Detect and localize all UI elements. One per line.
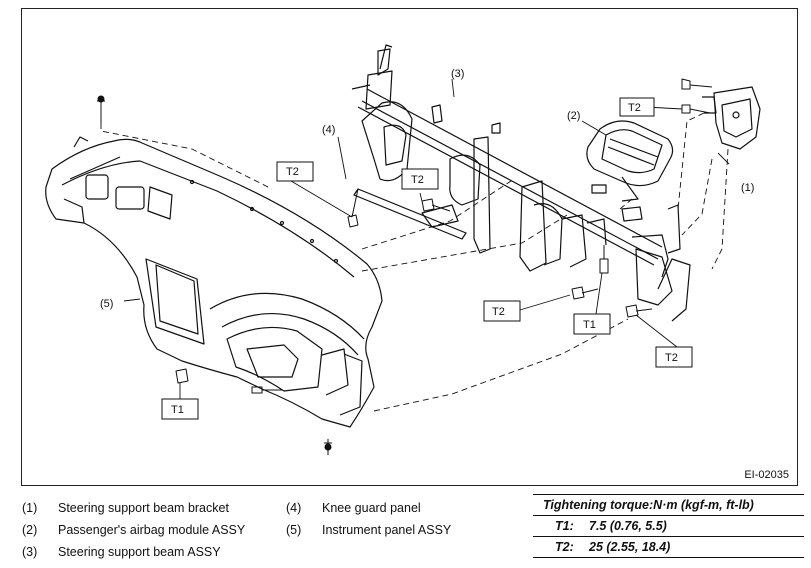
instrument-panel-assy — [45, 136, 383, 428]
torque-callout-t2-right: T2 — [655, 346, 693, 368]
legend-text: Steering support beam ASSY — [58, 545, 221, 559]
torque-value: 25 (2.55, 18.4) — [589, 540, 671, 554]
torque-table: Tightening torque:N·m (kgf-m, ft-lb) T1:… — [533, 494, 804, 558]
steering-support-beam — [351, 44, 691, 322]
torque-callout-t2-center: T2 — [401, 168, 439, 190]
torque-key: T2: — [555, 540, 574, 554]
torque-key: T1: — [555, 519, 574, 533]
callout-3: (3) — [451, 68, 464, 80]
torque-row-t2: T2: 25 (2.55, 18.4) — [533, 537, 804, 558]
legend-text: Instrument panel ASSY — [322, 523, 452, 537]
torque-callout-t1-right: T1 — [573, 313, 611, 335]
leader-lines — [123, 78, 730, 399]
legend-item: (1) Steering support beam bracket — [22, 497, 245, 519]
torque-callout-t1-left: T1 — [161, 398, 199, 420]
callout-4: (4) — [322, 124, 335, 136]
t2-label: T2 — [411, 174, 424, 186]
torque-callout-t2-top-right: T2 — [619, 97, 655, 117]
passenger-airbag-module — [586, 120, 674, 202]
t1-label: T1 — [171, 404, 184, 416]
legend-left: (1) Steering support beam bracket (2) Pass… — [22, 497, 245, 563]
legend-item: (2) Passenger's airbag module ASSY — [22, 519, 245, 541]
callout-2: (2) — [567, 110, 580, 122]
torque-heading: Tightening torque:N·m (kgf-m, ft-lb) — [533, 494, 804, 516]
figure-code: EI-02035 — [744, 469, 789, 481]
torque-callout-t2-left: T2 — [276, 161, 314, 182]
callout-1: (1) — [741, 182, 754, 194]
diagram-drawing: (1) (2) (3) (4) (5) T2 T2 T2 T2 T1 T2 T1 — [45, 44, 761, 455]
guide-lines — [100, 112, 729, 412]
legend-text: Knee guard panel — [322, 501, 421, 515]
legend-right: (4) Knee guard panel (5) Instrument panel … — [286, 497, 451, 541]
legend-item: (3) Steering support beam ASSY — [22, 541, 245, 563]
torque-callout-t2-lower: T2 — [483, 300, 521, 322]
torque-row-t1: T1: 7.5 (0.76, 5.5) — [533, 516, 804, 537]
bolts — [97, 78, 713, 455]
legend-num: (3) — [22, 545, 38, 559]
t2-label: T2 — [286, 166, 299, 178]
knee-guard-panel — [353, 188, 467, 240]
t2-label: T2 — [628, 102, 641, 114]
legend-num: (4) — [286, 501, 302, 515]
legend-num: (5) — [286, 523, 302, 537]
legend-text: Steering support beam bracket — [58, 501, 229, 515]
legend-num: (1) — [22, 501, 38, 515]
legend-item: (4) Knee guard panel — [286, 497, 451, 519]
callout-5: (5) — [100, 298, 113, 310]
steering-support-beam-bracket — [702, 86, 761, 150]
legend-text: Passenger's airbag module ASSY — [58, 523, 246, 537]
torque-value: 7.5 (0.76, 5.5) — [589, 519, 667, 533]
legend-item: (5) Instrument panel ASSY — [286, 519, 451, 541]
t2-label: T2 — [665, 352, 678, 364]
t1-label: T1 — [583, 319, 596, 331]
t2-label: T2 — [492, 306, 505, 318]
exploded-diagram: (1) (2) (3) (4) (5) T2 T2 T2 T2 T1 T2 T1… — [21, 8, 798, 486]
legend-num: (2) — [22, 523, 38, 537]
